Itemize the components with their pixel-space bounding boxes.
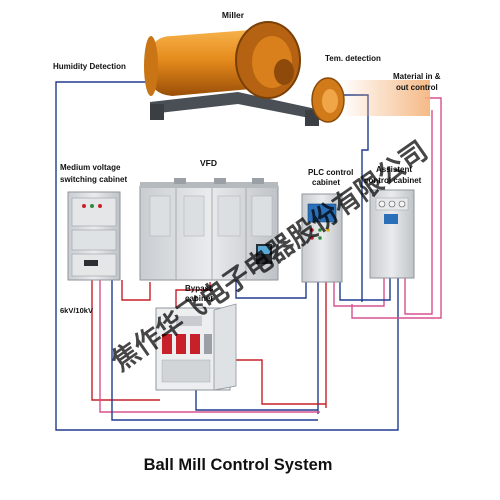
mill-motor-face <box>322 89 338 113</box>
label-material-line1: Material in & <box>393 72 441 81</box>
label-assistant-line2: control cabinet <box>364 176 422 185</box>
wire-mv-blue <box>111 280 318 421</box>
label-voltage: 6kV/10kV <box>60 306 93 315</box>
plc-screen <box>307 203 337 223</box>
vfd-fan-3 <box>252 178 264 184</box>
wire-bypass-out <box>232 359 326 405</box>
mill-drum <box>150 30 262 96</box>
mill-drum-end-left <box>144 36 158 96</box>
vfd-fan-2 <box>214 178 226 184</box>
wire-humidity <box>55 81 399 431</box>
label-bypass-line1: Bypass <box>185 284 214 293</box>
mill-base-frame <box>150 92 330 122</box>
plc-btn-green <box>318 228 322 232</box>
label-plc-line1: PLC control <box>308 168 353 177</box>
wire-plc-down-3 <box>333 278 385 307</box>
bypass-lower-bay <box>161 359 211 383</box>
wire-material-control-2 <box>404 110 433 315</box>
label-medium-line2: switching cabinet <box>60 175 127 184</box>
connection-wires <box>55 81 442 431</box>
label-tem-detection: Tem. detection <box>325 54 381 63</box>
assistant-control-cabinet <box>369 189 415 279</box>
bypass-open-door <box>213 303 237 391</box>
bypass-switch-3 <box>190 334 200 354</box>
vfd-vent-3 <box>217 195 241 237</box>
mv-cabinet-top-door <box>71 197 117 227</box>
wire-bypass-blue <box>195 390 318 411</box>
label-humidity-detection: Humidity Detection <box>53 62 126 71</box>
label-miller: Miller <box>222 10 245 20</box>
wire-material-control <box>351 97 442 319</box>
label-assistant-line1: Assistent <box>376 165 412 174</box>
label-vfd: VFD <box>200 158 217 168</box>
wire-mv-to-vfd <box>121 280 151 301</box>
label-plc-line2: cabinet <box>312 178 340 187</box>
vfd-top-rail <box>140 182 278 188</box>
mv-indicator-red <box>82 204 86 208</box>
mv-display <box>84 260 98 266</box>
label-material-line2: out control <box>396 83 438 92</box>
plc-btn-green-2 <box>318 236 322 240</box>
vfd-vent-2 <box>183 195 205 237</box>
wire-mv-pink <box>99 280 320 413</box>
wire-mv-red <box>91 280 160 401</box>
wire-plc-assistant <box>339 278 391 301</box>
wire-bypass-vfd <box>175 282 211 308</box>
assistant-meter-3 <box>398 200 406 208</box>
mv-cabinet-mid-door <box>71 229 117 251</box>
assistant-meter-2 <box>388 200 396 208</box>
bypass-switch-1 <box>162 334 172 354</box>
plc-btn-yellow <box>326 228 330 232</box>
assistant-display <box>384 214 398 224</box>
vfd-vent-1 <box>149 195 171 237</box>
material-glow <box>340 80 430 116</box>
label-medium-line1: Medium voltage <box>60 163 121 172</box>
bypass-cabinet <box>155 303 237 391</box>
bypass-switch-2 <box>176 334 186 354</box>
mill-trunnion <box>274 59 294 85</box>
mv-indicator-red-2 <box>98 204 102 208</box>
plc-btn-red-2 <box>310 236 314 240</box>
wire-vfd-plc <box>235 280 307 299</box>
label-bypass-line2: cabinet <box>185 294 213 303</box>
bypass-contactor <box>204 334 212 354</box>
assistant-meter-1 <box>378 200 386 208</box>
mv-indicator-green <box>90 204 94 208</box>
bypass-busbar <box>176 316 202 326</box>
diagram-title: Ball Mill Control System <box>144 456 333 474</box>
mill-foot-left <box>150 104 164 120</box>
ball-mill <box>144 21 430 126</box>
medium-voltage-cabinet <box>67 191 121 281</box>
vfd-hmi-screen <box>258 246 270 254</box>
vfd-fan-1 <box>174 178 186 184</box>
plc-control-cabinet <box>301 193 343 283</box>
vfd-cabinet <box>139 178 279 281</box>
plc-btn-red <box>310 228 314 232</box>
vfd-vent-4 <box>251 195 273 237</box>
